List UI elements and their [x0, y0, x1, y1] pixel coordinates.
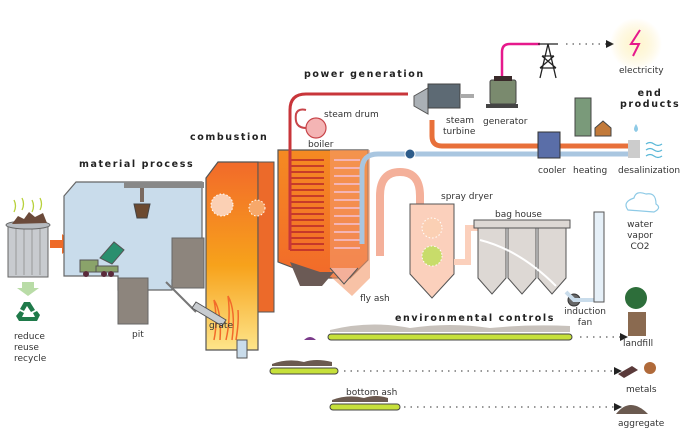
label-fan: fan: [577, 318, 593, 328]
transmission-tower-icon: [538, 43, 558, 79]
generator-icon: [486, 76, 518, 108]
trash-can-icon: [5, 197, 51, 278]
power-line: [500, 42, 540, 76]
section-power-generation: power generation: [304, 69, 425, 80]
spray-dryer: [329, 167, 455, 299]
house-icon: [594, 120, 612, 137]
combustion-furnace: [191, 161, 275, 359]
section-environmental-controls: environmental controls: [395, 313, 556, 324]
pump-icon: [404, 148, 416, 160]
steam-drum-icon: [305, 117, 327, 139]
steam-pipe: [288, 92, 408, 250]
section-end-products-2: products: [620, 99, 680, 110]
label-turbine: turbine: [443, 127, 476, 137]
label-pit: pit: [132, 330, 144, 340]
label-metals: metals: [626, 385, 657, 395]
label-fly-ash: fly ash: [360, 294, 390, 304]
cooler-icon: [537, 131, 561, 159]
section-combustion: combustion: [190, 132, 269, 143]
label-water: water: [627, 220, 653, 230]
magnet-icon: [304, 337, 316, 340]
label-heating: heating: [573, 166, 608, 176]
tree-icon: [625, 287, 647, 336]
label-desalinization: desalinization: [618, 166, 680, 176]
label-vapor: vapor: [627, 231, 653, 241]
label-recycle: recycle: [14, 354, 47, 364]
label-cooler: cooler: [538, 166, 566, 176]
section-end-products-1: end: [637, 88, 663, 99]
down-arrow-icon: [17, 282, 39, 296]
hot-water-pipe: [429, 120, 640, 149]
label-reuse: reuse: [14, 343, 39, 353]
conveyor-fly-ash: [327, 324, 573, 341]
label-generator: generator: [483, 117, 528, 127]
label-electricity: electricity: [619, 66, 664, 76]
conveyor-metals: [269, 360, 339, 375]
desalinization-icon: [628, 140, 640, 158]
steam-turbine-icon: [413, 83, 461, 115]
recycle-icon: [16, 302, 40, 321]
label-steam: steam: [446, 116, 475, 126]
label-induction: induction: [564, 307, 606, 317]
label-bag-house: bag house: [495, 210, 542, 220]
label-bottom-ash: bottom ash: [346, 388, 398, 398]
label-grate: grate: [209, 321, 233, 331]
cooling-pipe: [359, 151, 640, 244]
building-icon: [574, 97, 592, 137]
bag-house: [473, 219, 571, 295]
label-landfill: landfill: [623, 339, 654, 349]
label-reduce: reduce: [14, 332, 45, 342]
label-spray-dryer: spray dryer: [441, 192, 493, 202]
material-process-building: [63, 181, 205, 325]
label-co2: CO2: [630, 242, 650, 252]
conveyor-bottom-ash: [329, 396, 401, 411]
metals-icon: [618, 362, 656, 378]
boiler: [277, 149, 370, 296]
label-boiler: boiler: [308, 140, 334, 150]
cloud-icon: [625, 192, 660, 213]
lightning-icon: [629, 29, 641, 57]
label-aggregate: aggregate: [618, 419, 665, 429]
stack-icon: [593, 211, 605, 303]
aggregate-icon: [616, 405, 648, 414]
label-steam-drum: steam drum: [324, 110, 379, 120]
section-material-process: material process: [79, 159, 195, 170]
